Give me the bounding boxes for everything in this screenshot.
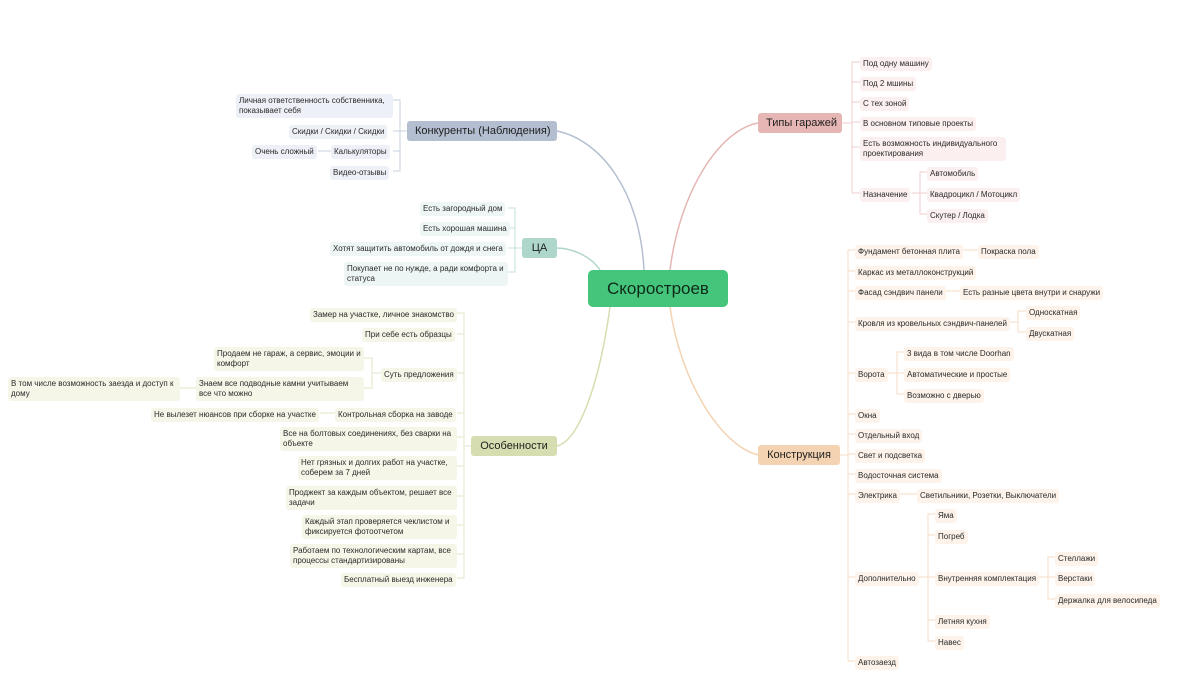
audience-item[interactable]: Хотят защитить автомобиль от дождя и сне… [330, 242, 506, 256]
garage-type-item[interactable]: Есть возможность индивидуального проекти… [860, 137, 1006, 161]
construction-item[interactable]: Электрика [855, 489, 900, 503]
competitors-item[interactable]: Скидки / Скидки / Скидки [289, 125, 388, 139]
root-node[interactable]: Скоростроев [588, 270, 728, 307]
construction-subitem[interactable]: Яма [935, 509, 957, 523]
garage-purpose-item[interactable]: Скутер / Лодка [927, 209, 988, 223]
construction-subitem[interactable]: Двускатная [1026, 327, 1075, 341]
construction-subitem[interactable]: Держалка для велосипеда [1055, 594, 1160, 608]
construction-subitem[interactable]: Есть разные цвета внутри и снаружи [960, 286, 1104, 300]
construction-item[interactable]: Ворота [855, 368, 888, 382]
construction-subitem[interactable]: Возможно с дверью [904, 389, 984, 403]
construction-item[interactable]: Кровля из кровельных сэндвич-панелей [855, 317, 1010, 331]
features-subitem[interactable]: Знаем все подводные камни учитываем все … [196, 377, 364, 401]
competitors-item[interactable]: Калькуляторы [331, 145, 390, 159]
construction-item[interactable]: Свет и подсветка [855, 449, 926, 463]
garage-type-item[interactable]: В основном типовые проекты [860, 117, 976, 131]
construction-subitem[interactable]: Верстаки [1055, 572, 1096, 586]
features-item[interactable]: Суть предложения [381, 368, 457, 382]
construction-item[interactable]: Фундамент бетонная плита [855, 245, 963, 259]
competitors-item[interactable]: Личная ответственность собственника, пок… [236, 94, 393, 118]
competitors-item[interactable]: Видео-отзывы [330, 166, 390, 180]
features-item[interactable]: Контрольная сборка на заводе [335, 408, 456, 422]
features-subitem[interactable]: Не вылезет нюансов при сборке на участке [151, 408, 319, 422]
construction-item[interactable]: Дополнительно [855, 572, 919, 586]
construction-item[interactable]: Отдельный вход [855, 429, 923, 443]
construction-subitem[interactable]: Покраска пола [978, 245, 1039, 259]
construction-item[interactable]: Фасад сэндвич панели [855, 286, 946, 300]
construction-subitem[interactable]: Летняя кухня [935, 615, 990, 629]
features-item[interactable]: Замер на участке, личное знакомство [310, 308, 457, 322]
garage-type-item[interactable]: Под 2 мшины [860, 77, 917, 91]
construction-subitem[interactable]: Односкатная [1026, 306, 1081, 320]
construction-subitem[interactable]: 3 вида в том числе Doorhan [904, 347, 1014, 361]
features-item[interactable]: Нет грязных и долгих работ на участке, с… [298, 456, 457, 480]
features-item[interactable]: Проджект за каждым объектом, решает все … [286, 486, 457, 510]
construction-subitem[interactable]: Внутренняя комплектация [935, 572, 1040, 586]
branch-audience[interactable]: ЦА [522, 238, 557, 258]
features-subitem[interactable]: Продаем не гараж, а сервис, эмоции и ком… [214, 347, 364, 371]
garage-type-item[interactable]: Под одну машину [860, 57, 932, 71]
construction-item[interactable]: Окна [855, 409, 880, 423]
construction-subitem[interactable]: Светильники, Розетки, Выключатели [917, 489, 1060, 503]
branch-features[interactable]: Особенности [471, 436, 557, 456]
audience-item[interactable]: Покупает не по нужде, а ради комфорта и … [344, 262, 508, 286]
construction-subitem[interactable]: Погреб [935, 530, 968, 544]
audience-item[interactable]: Есть хорошая машина [420, 222, 510, 236]
construction-subitem[interactable]: Стеллажи [1055, 552, 1099, 566]
audience-item[interactable]: Есть загородный дом [420, 202, 506, 216]
branch-garage-types[interactable]: Типы гаражей [758, 113, 842, 133]
features-item[interactable]: Каждый этап проверяется чеклистом и фикс… [302, 515, 457, 539]
branch-competitors[interactable]: Конкуренты (Наблюдения) [407, 121, 557, 141]
construction-item[interactable]: Каркас из металлоконструкций [855, 266, 977, 280]
construction-item[interactable]: Водосточная система [855, 469, 942, 483]
garage-purpose-item[interactable]: Автомобиль [927, 167, 979, 181]
features-item[interactable]: При себе есть образцы [362, 328, 455, 342]
garage-purpose-item[interactable]: Квадроцикл / Мотоцикл [927, 188, 1021, 202]
features-item[interactable]: Бесплатный выезд инженера [341, 573, 456, 587]
construction-subitem[interactable]: Автоматические и простые [904, 368, 1011, 382]
construction-subitem[interactable]: Навес [935, 636, 964, 650]
features-subitem[interactable]: В том числе возможность заезда и доступ … [8, 377, 180, 401]
branch-construction[interactable]: Конструкция [758, 445, 840, 465]
features-item[interactable]: Работаем по технологическим картам, все … [290, 544, 457, 568]
features-item[interactable]: Все на болтовых соединениях, без сварки … [280, 427, 457, 451]
construction-item[interactable]: Автозаезд [855, 656, 899, 670]
competitors-subitem[interactable]: Очень сложный [252, 145, 317, 159]
garage-type-item[interactable]: Назначение [860, 188, 911, 202]
garage-type-item[interactable]: С тех зоной [860, 97, 910, 111]
